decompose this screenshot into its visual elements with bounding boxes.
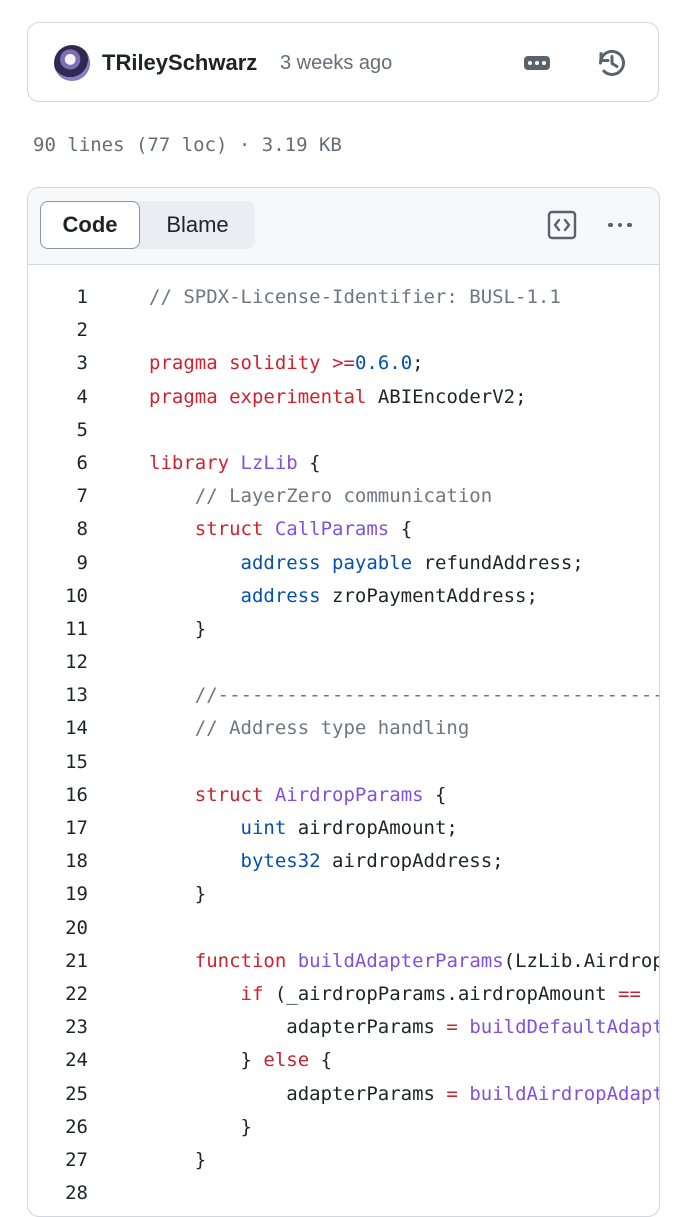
code-line: 7 // LayerZero communication <box>28 480 659 513</box>
tab-blame[interactable]: Blame <box>166 212 229 237</box>
line-number[interactable]: 24 <box>65 1049 88 1072</box>
line-number[interactable]: 28 <box>65 1182 88 1205</box>
code-line: 6 library LzLib { <box>28 447 659 480</box>
file-header: Code Blame <box>28 188 659 265</box>
tab-code[interactable]: Code <box>40 201 140 249</box>
line-content: // Address type handling <box>194 717 470 740</box>
line-number[interactable]: 3 <box>76 352 88 375</box>
code-line: 16 struct AirdropParams { <box>28 779 659 812</box>
line-number[interactable]: 23 <box>65 1016 88 1039</box>
line-content: uint airdropAmount; <box>240 817 458 839</box>
commit-author[interactable]: TRileySchwarz <box>102 50 258 75</box>
commit-message-toggle-button[interactable] <box>519 45 555 81</box>
code-line: 5 <box>28 414 659 447</box>
line-number[interactable]: 22 <box>65 982 88 1005</box>
line-number[interactable]: 11 <box>65 617 88 640</box>
line-number[interactable]: 26 <box>65 1115 88 1138</box>
line-number[interactable]: 18 <box>65 850 88 873</box>
code-line: 2 <box>28 314 659 347</box>
line-number[interactable]: 13 <box>65 684 88 707</box>
line-content: address payable refundAddress; <box>240 551 584 574</box>
line-number[interactable]: 27 <box>65 1148 88 1171</box>
line-content: } <box>149 1148 207 1171</box>
file-info: 90 lines (77 loc) · 3.19 KB <box>33 134 342 156</box>
code-line: 27 } <box>28 1144 659 1177</box>
line-content: adapterParams = buildDefaultAdapter <box>149 1016 659 1039</box>
line-number[interactable]: 10 <box>65 584 88 607</box>
code-line: 1 // SPDX-License-Identifier: BUSL-1.1 <box>28 281 659 314</box>
code-line: 26 } <box>28 1111 659 1144</box>
line-number[interactable]: 21 <box>65 949 88 972</box>
line-number[interactable]: 19 <box>65 883 88 906</box>
line-number[interactable]: 14 <box>65 717 88 740</box>
commit-time: 3 weeks ago <box>280 52 393 74</box>
ellipsis-icon <box>524 56 550 70</box>
line-content: bytes32 airdropAddress; <box>240 850 504 873</box>
line-content: library LzLib { <box>149 451 321 474</box>
history-icon[interactable] <box>592 43 632 83</box>
kebab-horizontal-icon[interactable] <box>608 220 638 230</box>
line-number[interactable]: 12 <box>65 651 88 674</box>
line-content: struct CallParams { <box>194 518 413 541</box>
line-content: } <box>149 617 207 640</box>
code-line: 17 uint airdropAmount; <box>28 812 659 845</box>
code-line: 18 bytes32 airdropAddress; <box>28 845 659 878</box>
line-content: struct AirdropParams { <box>194 783 447 806</box>
code-line: 23 adapterParams = buildDefaultAdapter <box>28 1011 659 1044</box>
line-number[interactable]: 4 <box>76 385 88 408</box>
code-line: 19 } <box>28 878 659 911</box>
view-mode-toggle: Code Blame <box>40 201 255 249</box>
code-line: 10 address zroPaymentAddress; <box>28 580 659 613</box>
line-content: address zroPaymentAddress; <box>240 584 538 607</box>
line-number[interactable]: 17 <box>65 817 88 839</box>
code-line: 25 adapterParams = buildAirdropAdapter <box>28 1078 659 1111</box>
line-content: pragma experimental ABIEncoderV2; <box>149 385 527 408</box>
code-line: 28 <box>28 1177 659 1210</box>
code-line: 13 //-----------------------------------… <box>28 679 659 712</box>
line-content: function buildAdapterParams(LzLib.Airdro… <box>194 949 659 972</box>
line-number[interactable]: 16 <box>65 783 88 806</box>
author-avatar[interactable] <box>54 45 90 81</box>
code-line: 21 function buildAdapterParams(LzLib.Air… <box>28 945 659 978</box>
line-number[interactable]: 25 <box>65 1082 88 1105</box>
code-line: 4 pragma experimental ABIEncoderV2; <box>28 381 659 414</box>
code-line: 8 struct CallParams { <box>28 513 659 546</box>
line-number[interactable]: 8 <box>76 518 88 541</box>
code-line: 24 } else { <box>28 1044 659 1077</box>
line-content: // LayerZero communication <box>194 485 493 508</box>
code-line: 22 if (_airdropParams.airdropAmount == <box>28 978 659 1011</box>
line-content: if (_airdropParams.airdropAmount == <box>240 982 641 1005</box>
line-content: } <box>149 883 207 906</box>
line-content: } else { <box>149 1049 333 1072</box>
line-content: pragma solidity >=0.6.0; <box>149 352 424 375</box>
line-number[interactable]: 9 <box>76 551 88 574</box>
raw-code-icon[interactable] <box>547 210 577 240</box>
code-line: 11 } <box>28 613 659 646</box>
code-line: 14 // Address type handling <box>28 712 659 745</box>
line-number[interactable]: 20 <box>65 916 88 939</box>
line-number[interactable]: 5 <box>76 418 88 441</box>
code-line: 9 address payable refundAddress; <box>28 547 659 580</box>
code-line: 12 <box>28 646 659 679</box>
line-content: } <box>149 1115 252 1138</box>
line-number[interactable]: 7 <box>76 485 88 508</box>
line-number[interactable]: 1 <box>76 286 88 308</box>
code-line: 20 <box>28 912 659 945</box>
line-content: adapterParams = buildAirdropAdapter <box>149 1082 659 1105</box>
line-number[interactable]: 6 <box>76 451 88 474</box>
file-viewer: Code Blame 1 // SPDX-License-Identifier: … <box>27 187 660 1217</box>
code-line: 15 <box>28 746 659 779</box>
latest-commit-bar: TRileySchwarz 3 weeks ago <box>27 22 659 102</box>
code-line: 3 pragma solidity >=0.6.0; <box>28 347 659 380</box>
line-number[interactable]: 15 <box>65 750 88 773</box>
line-number[interactable]: 2 <box>76 319 88 342</box>
line-content: // SPDX-License-Identifier: BUSL-1.1 <box>149 286 561 308</box>
line-content: //--------------------------------------… <box>194 684 659 707</box>
